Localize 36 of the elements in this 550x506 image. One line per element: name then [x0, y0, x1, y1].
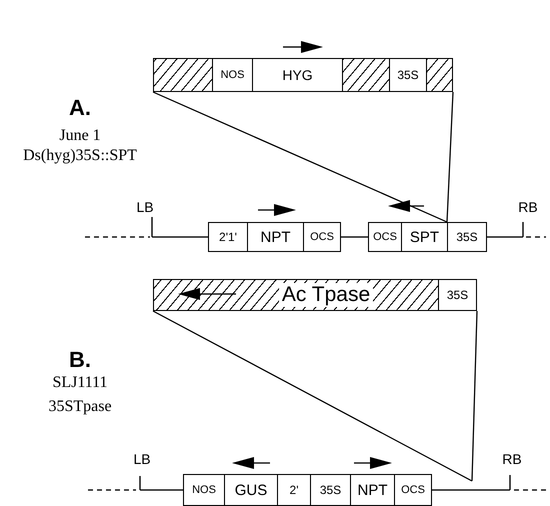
border-label: LB: [136, 199, 154, 215]
gene-box: OCS: [394, 474, 432, 506]
gene-box: 35S: [438, 279, 477, 311]
construct-name: 35STpase: [48, 398, 112, 416]
gene-box: 2'1': [208, 222, 248, 252]
gene-box: 35S: [310, 474, 351, 506]
gene-box: 2': [277, 474, 311, 506]
hatched-box: [426, 58, 453, 92]
border-label: LB: [133, 451, 151, 467]
gene-box: GUS: [224, 474, 278, 506]
gene-box: NPT: [247, 222, 304, 252]
gene-box: 35S: [447, 222, 487, 252]
border-label: RB: [502, 451, 522, 467]
gene-box: 35S: [389, 58, 427, 92]
construct-name: SLJ1111: [52, 374, 108, 392]
hatched-box: [153, 58, 213, 92]
panel-label: B.: [69, 347, 91, 373]
gene-box: NOS: [183, 474, 225, 506]
expansion-line: [152, 91, 448, 223]
construct-name: Ds(hyg)35S::SPT: [23, 147, 137, 165]
expansion-line: [471, 310, 478, 482]
gene-box: [153, 279, 439, 311]
gene-box: SPT: [401, 222, 448, 252]
gene-box: NOS: [212, 58, 253, 92]
gene-label: Ac Tpase: [278, 283, 374, 307]
dna-line: [341, 236, 368, 238]
construct-name: June 1: [59, 127, 101, 145]
panel-label: A.: [69, 95, 91, 121]
expansion-line: [152, 310, 472, 482]
gene-box: OCS: [368, 222, 402, 252]
border-label: RB: [518, 199, 538, 215]
hatched-box: [342, 58, 390, 92]
gene-box: OCS: [303, 222, 341, 252]
gene-box: NPT: [350, 474, 395, 506]
gene-box: HYG: [252, 58, 343, 92]
expansion-line: [446, 92, 454, 222]
